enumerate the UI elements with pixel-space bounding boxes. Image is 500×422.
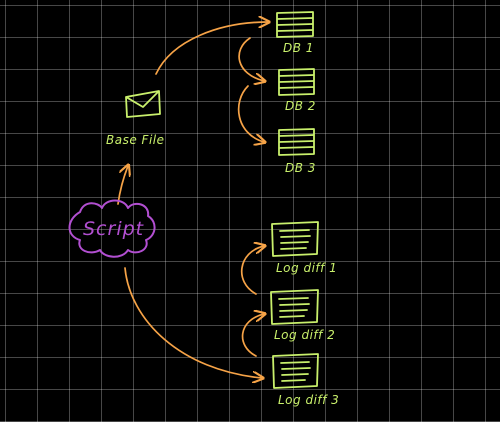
- log-diff-3-label: Log diff 3: [278, 393, 339, 407]
- envelope-icon: [125, 90, 161, 118]
- arrow-log-diff-2-to-log-diff-1: [240, 246, 264, 295]
- db-3-label: DB 3: [285, 161, 316, 175]
- arrow-script-to-base-file: [117, 166, 128, 205]
- db-2-label: DB 2: [285, 99, 316, 113]
- arrow-script-to-log-diff-3: [124, 267, 262, 378]
- script-label: Script: [83, 218, 145, 240]
- arrow-log-diff-3-to-log-diff-2: [241, 314, 264, 357]
- log-diff-2-node: Log diff 2: [270, 289, 335, 342]
- log-diff-1-node: Log diff 1: [271, 221, 337, 275]
- arrow-db2-to-db3: [237, 85, 264, 142]
- log-diff-1-label: Log diff 1: [276, 261, 337, 275]
- base-file-node: Base File: [106, 90, 165, 147]
- db-2-node: DB 2: [278, 68, 316, 113]
- database-icon: [278, 128, 315, 156]
- database-icon: [278, 68, 315, 96]
- document-icon: [270, 289, 319, 325]
- db-1-node: DB 1: [276, 11, 314, 55]
- cloud-icon: [68, 199, 156, 258]
- database-icon: [276, 11, 314, 38]
- db-1-label: DB 1: [283, 41, 314, 55]
- base-file-label: Base File: [106, 133, 165, 147]
- log-diff-2-label: Log diff 2: [274, 328, 335, 342]
- arrow-db1-to-db2: [238, 37, 264, 81]
- db-3-node: DB 3: [278, 128, 316, 175]
- document-icon: [272, 353, 319, 389]
- arrow-base-file-to-db1: [155, 22, 268, 75]
- log-diff-3-node: Log diff 3: [272, 353, 339, 407]
- script-node: Script: [68, 199, 156, 258]
- document-icon: [271, 221, 319, 257]
